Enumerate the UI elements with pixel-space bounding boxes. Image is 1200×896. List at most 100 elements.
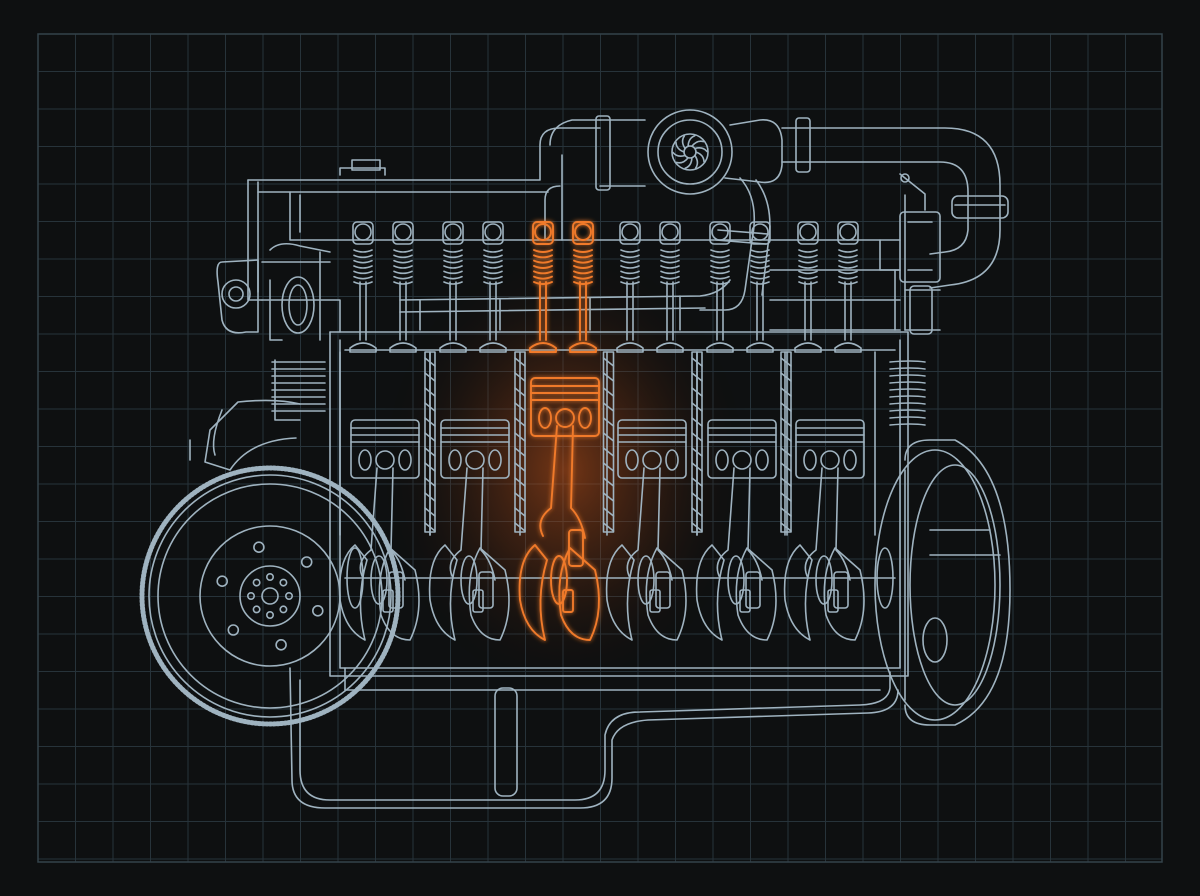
piston-ring: [440, 427, 510, 443]
crank-throw: [695, 544, 725, 641]
web-hatch: [514, 447, 526, 457]
valve-stem: [716, 281, 724, 341]
connecting-rod: [626, 467, 645, 579]
valve-spring: [533, 249, 553, 285]
valve-spring: [750, 249, 770, 285]
rocker-arm: [442, 221, 464, 245]
turbocharger: [544, 109, 783, 311]
piston-ring: [795, 427, 865, 443]
web-hatch: [780, 522, 792, 532]
valve-head: [706, 342, 734, 353]
small-end: [642, 450, 662, 470]
valve-head: [529, 342, 557, 353]
web-hatch: [514, 417, 526, 427]
rocker-pivot: [444, 223, 462, 241]
cooling-fin: [889, 374, 926, 377]
rocker-arm: [482, 221, 504, 245]
web-hatch: [514, 462, 526, 472]
valve-head: [389, 342, 417, 353]
rocker-arm: [352, 221, 374, 245]
valve-head: [794, 342, 822, 353]
piston-ring: [707, 427, 777, 443]
rocker-pivot: [484, 223, 502, 241]
crank-journal: [815, 555, 833, 605]
turbine-blade: [681, 135, 686, 150]
web-hatch: [514, 432, 526, 442]
piston: [795, 419, 865, 479]
block-cooling-fins: [889, 360, 926, 426]
rocker-pivot: [534, 223, 552, 241]
web-hatch: [780, 417, 792, 427]
crank-journal: [370, 555, 388, 605]
valve-stem: [489, 281, 497, 341]
valve-spring: [710, 249, 730, 285]
connecting-rod: [835, 467, 851, 581]
valve-stem: [844, 281, 852, 341]
web-hatch: [514, 507, 526, 517]
web-hatch: [602, 477, 615, 487]
web-hatch: [780, 432, 792, 442]
exhaust-manifold: [399, 269, 901, 331]
valve-head: [656, 342, 684, 353]
rocker-arm: [749, 221, 771, 245]
flywheel-bolt: [252, 605, 261, 614]
connecting-rod: [539, 425, 558, 537]
cooling-fin: [889, 360, 926, 363]
rocker-pivot: [661, 223, 679, 241]
piston-ring: [530, 385, 600, 401]
cylinder-web: [514, 351, 526, 533]
valve-stem: [626, 281, 634, 341]
flywheel-bolt: [265, 572, 274, 581]
turbine-blade: [684, 156, 693, 170]
flywheel-hole: [300, 556, 313, 568]
intake-pipe: [781, 117, 1009, 335]
rocker-pivot: [799, 223, 817, 241]
turbine-blade: [694, 147, 708, 153]
crank-throw: [428, 544, 458, 641]
flywheel-hole: [275, 638, 287, 651]
small-end: [555, 408, 575, 428]
valve-spring: [660, 249, 680, 285]
web-hatch: [602, 357, 615, 367]
wrist-pin: [398, 449, 412, 471]
valve-spring: [573, 249, 593, 285]
web-hatch: [780, 402, 792, 412]
rocker-arm: [532, 221, 554, 245]
crank-throw: [605, 544, 635, 641]
valve-stem: [756, 281, 764, 341]
cooling-fin: [889, 388, 926, 391]
flywheel: [139, 399, 401, 727]
piston: [350, 419, 420, 479]
web-hatch: [602, 372, 615, 382]
flywheel-bolt: [247, 591, 256, 600]
cooling-fin: [889, 395, 926, 398]
small-end: [465, 450, 485, 470]
wrist-pin: [755, 449, 769, 471]
rocker-pivot: [621, 223, 639, 241]
web-hatch: [514, 402, 526, 412]
crank-end: [876, 547, 894, 609]
web-hatch: [780, 357, 792, 367]
rocker-pivot: [751, 223, 769, 241]
rocker-pivot: [354, 223, 372, 241]
grid-border: [37, 33, 1163, 863]
turbine-blade: [687, 134, 696, 148]
crank-throw: [338, 544, 368, 641]
cylinder-wall: [784, 351, 876, 536]
valve-head: [479, 342, 507, 353]
crank-journal: [550, 555, 568, 605]
crank-counterweight: [468, 547, 510, 641]
crank-journal: [727, 555, 745, 605]
rocker-pivot: [711, 223, 729, 241]
valve-stem: [359, 281, 367, 341]
crank-throw: [783, 544, 813, 641]
valve-head: [349, 342, 377, 353]
cooling-fin: [889, 402, 926, 405]
turbine-blade: [675, 156, 689, 164]
web-hatch: [514, 372, 526, 382]
wrist-pin: [625, 449, 639, 471]
wrist-pin: [578, 407, 592, 429]
web-hatch: [602, 402, 615, 412]
rocker-arm: [837, 221, 859, 245]
rocker-arm: [709, 221, 731, 245]
